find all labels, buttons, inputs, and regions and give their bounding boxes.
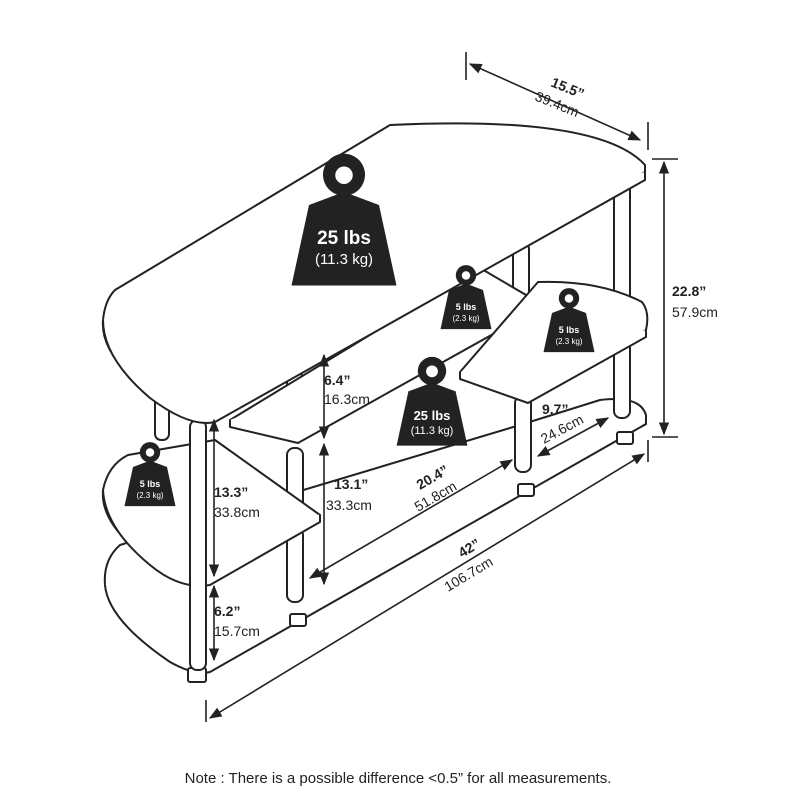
middle-gap-left-metric-label: 33.8cm bbox=[214, 504, 260, 520]
weight-label-kg: (2.3 kg) bbox=[555, 337, 582, 346]
foot bbox=[289, 613, 307, 627]
weight-label-kg: (11.3 kg) bbox=[411, 425, 454, 437]
top-gap-label: 6.4” bbox=[324, 372, 350, 388]
weight-label-kg: (2.3 kg) bbox=[452, 314, 479, 323]
width-metric-label: 106.7cm bbox=[441, 553, 495, 594]
middle-gap-center-label: 13.1” bbox=[334, 476, 368, 492]
top-gap-metric-label: 16.3cm bbox=[324, 391, 370, 407]
foot bbox=[616, 431, 634, 445]
foot bbox=[517, 483, 535, 497]
weight-label: 25 lbs bbox=[414, 408, 451, 423]
middle-gap-left-label: 13.3” bbox=[214, 484, 248, 500]
shelf-depth-label: 9.7” bbox=[542, 401, 568, 417]
post bbox=[514, 395, 532, 473]
measurement-note: Note : There is a possible difference <0… bbox=[185, 770, 612, 787]
height-metric-label: 57.9cm bbox=[672, 304, 718, 320]
weight-label-kg: (2.3 kg) bbox=[136, 491, 163, 500]
weight-label: 5 lbs bbox=[140, 479, 161, 489]
bottom-gap-metric-label: 15.7cm bbox=[214, 623, 260, 639]
width-label: 42” bbox=[455, 535, 483, 560]
weight-label: 5 lbs bbox=[559, 325, 580, 335]
weight-label: 25 lbs bbox=[317, 228, 371, 249]
bottom-gap-label: 6.2” bbox=[214, 603, 240, 619]
weight-label-kg: (11.3 kg) bbox=[315, 251, 373, 268]
dimension-lines bbox=[205, 52, 678, 722]
weight-label: 5 lbs bbox=[456, 302, 477, 312]
middle-gap-center-metric-label: 33.3cm bbox=[326, 497, 372, 513]
height-label: 22.8” bbox=[672, 283, 706, 299]
post bbox=[189, 419, 207, 671]
